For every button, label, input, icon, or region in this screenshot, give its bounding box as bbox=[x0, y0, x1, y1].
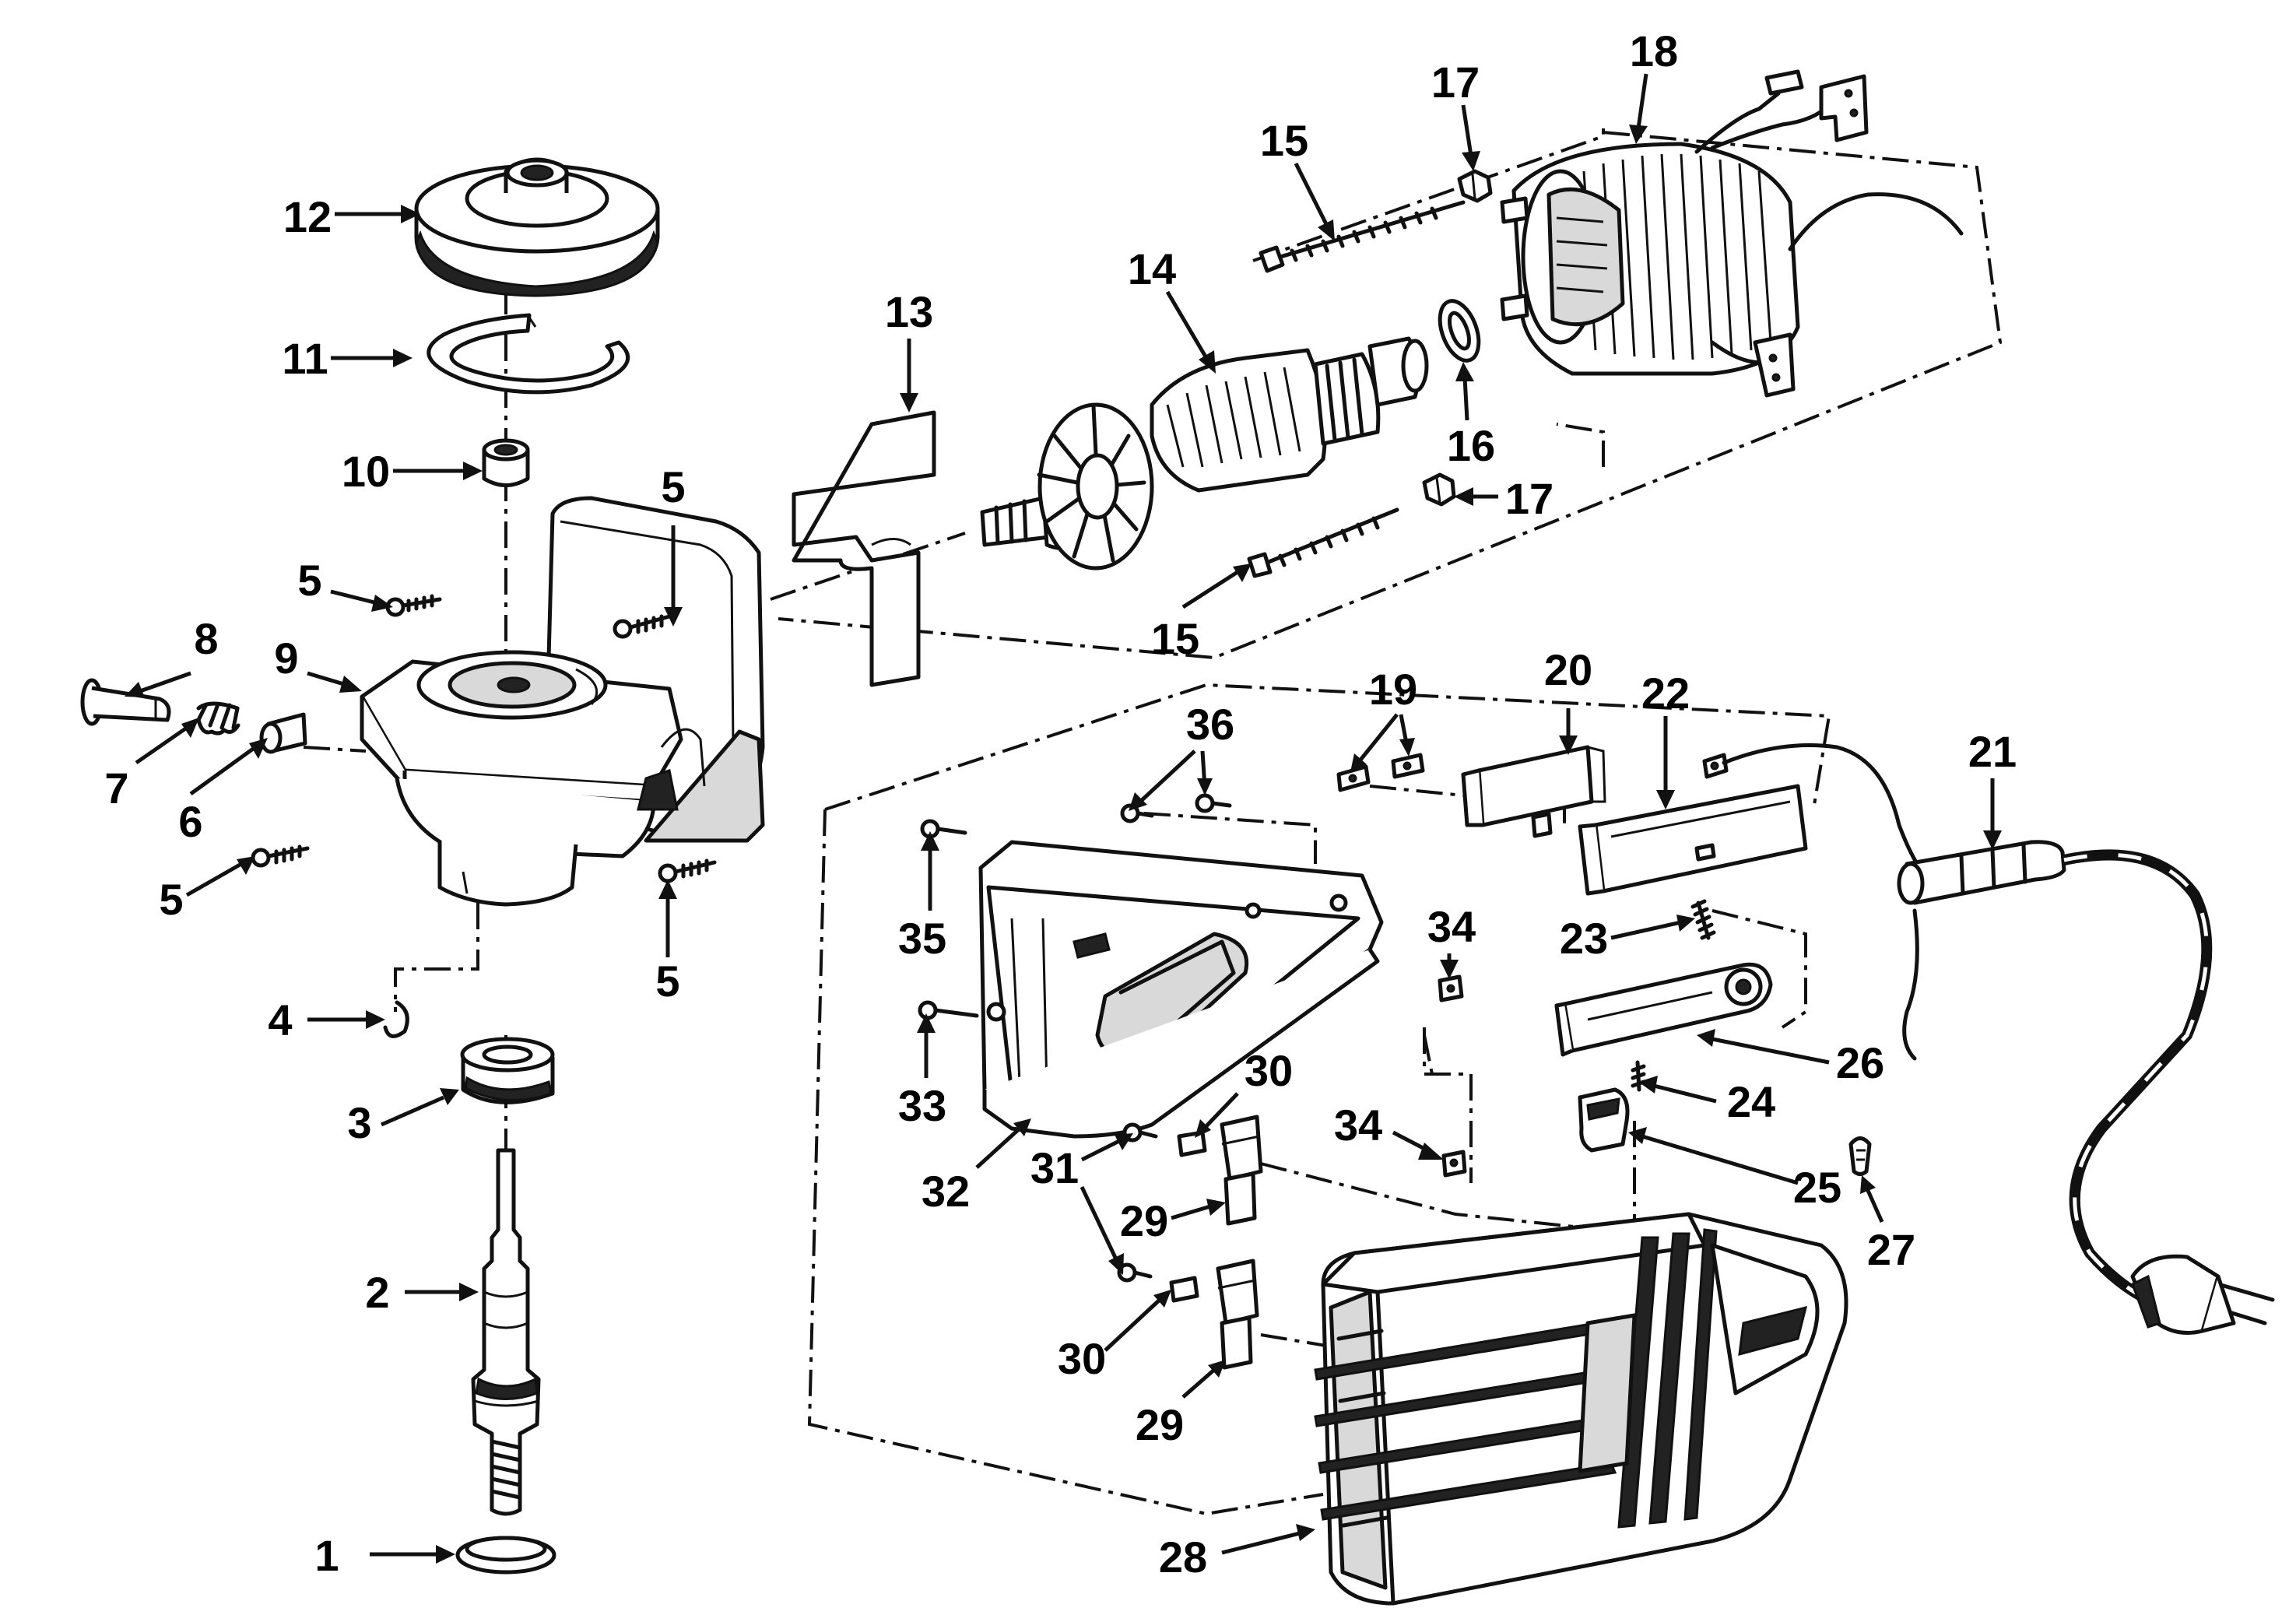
part-20-switch bbox=[1461, 745, 1606, 838]
part-31-screw-lower bbox=[1117, 1262, 1153, 1283]
callout-17-lower: 17 bbox=[1505, 474, 1553, 523]
callout-28: 28 bbox=[1159, 1532, 1207, 1582]
part-28-motor-housing bbox=[1314, 1212, 1848, 1606]
callout-1: 1 bbox=[314, 1531, 339, 1580]
part-13-baffle bbox=[792, 410, 936, 687]
callout-3: 3 bbox=[347, 1098, 371, 1147]
callout-34-lower: 34 bbox=[1334, 1101, 1382, 1150]
part-16-washer bbox=[1438, 299, 1481, 363]
callout-15-upper: 15 bbox=[1260, 116, 1308, 165]
callout-29-upper: 29 bbox=[1120, 1196, 1168, 1245]
part-29-brush-holder-upper bbox=[1220, 1115, 1263, 1226]
part-12-gear bbox=[414, 157, 660, 297]
callout-19: 19 bbox=[1369, 665, 1417, 714]
part-5-screw-a bbox=[385, 594, 442, 617]
part-9-gear-housing bbox=[360, 496, 765, 907]
part-36-screw-left bbox=[1120, 803, 1154, 823]
part-2-spindle bbox=[471, 1148, 541, 1516]
part-3-bearing bbox=[460, 1037, 555, 1104]
callout-25: 25 bbox=[1793, 1163, 1841, 1212]
callout-13: 13 bbox=[885, 287, 933, 336]
callout-32: 32 bbox=[922, 1167, 970, 1216]
leader-lines bbox=[125, 73, 2002, 1564]
part-26-lever bbox=[1554, 962, 1773, 1057]
part-5-screw-c bbox=[251, 844, 310, 868]
callout-30-lower: 30 bbox=[1058, 1334, 1106, 1383]
callout-22: 22 bbox=[1641, 669, 1690, 718]
part-19-terminal-left bbox=[1336, 764, 1371, 792]
callout-31: 31 bbox=[1030, 1143, 1079, 1192]
part-30-brush-cap-lower bbox=[1169, 1276, 1199, 1303]
part-14-armature bbox=[980, 336, 1429, 571]
callout-23: 23 bbox=[1560, 914, 1608, 963]
part-11-ring bbox=[427, 313, 630, 395]
part-17-nut-upper bbox=[1457, 169, 1493, 203]
callout-34-upper: 34 bbox=[1427, 902, 1476, 951]
part-24-spring bbox=[1631, 1060, 1646, 1092]
callout-5-lower-right: 5 bbox=[655, 957, 679, 1006]
callout-12: 12 bbox=[283, 192, 332, 241]
callout-9: 9 bbox=[274, 634, 298, 683]
part-7-spring bbox=[196, 701, 240, 736]
part-8-plunger bbox=[80, 678, 171, 726]
callout-33: 33 bbox=[898, 1081, 946, 1130]
part-5-screw-b bbox=[613, 614, 672, 639]
part-22-switch-plate bbox=[1578, 784, 1808, 896]
callout-5-lower-left: 5 bbox=[159, 875, 183, 924]
part-36-screw-right bbox=[1195, 793, 1232, 813]
part-1-ring bbox=[455, 1536, 556, 1575]
part-30-brush-cap-upper bbox=[1177, 1130, 1207, 1157]
callout-11: 11 bbox=[282, 334, 328, 383]
part-6-knob bbox=[259, 712, 307, 754]
part-15-screw-upper bbox=[1259, 200, 1466, 273]
part-23-spring bbox=[1690, 899, 1716, 940]
callout-18: 18 bbox=[1630, 26, 1678, 75]
part-5-screw-d bbox=[658, 858, 717, 883]
callout-labels: 1 2 3 4 5 5 5 5 6 7 8 9 10 11 12 13 14 1… bbox=[104, 26, 2017, 1582]
callout-21: 21 bbox=[1968, 727, 2017, 776]
callout-30-upper: 30 bbox=[1245, 1046, 1293, 1095]
part-31-screw-upper bbox=[1122, 1122, 1158, 1143]
callout-27: 27 bbox=[1867, 1225, 1915, 1274]
callout-26: 26 bbox=[1836, 1038, 1884, 1087]
part-32-handle bbox=[978, 840, 1384, 1139]
callout-5-upper-left: 5 bbox=[297, 556, 321, 605]
callout-20: 20 bbox=[1544, 645, 1592, 694]
callout-36: 36 bbox=[1186, 700, 1234, 749]
part-21-cord-set bbox=[1702, 743, 2275, 1335]
part-27-wire-nut bbox=[1848, 1136, 1872, 1176]
callout-29-lower: 29 bbox=[1136, 1400, 1184, 1449]
callout-14: 14 bbox=[1128, 244, 1176, 293]
callout-5-upper-right: 5 bbox=[661, 462, 685, 511]
callout-8: 8 bbox=[194, 614, 218, 663]
part-10-bushing bbox=[482, 438, 530, 487]
callout-17-upper: 17 bbox=[1431, 58, 1480, 107]
part-17-nut-lower bbox=[1422, 472, 1456, 507]
part-34-clip-upper bbox=[1438, 974, 1464, 1002]
callout-10: 10 bbox=[342, 447, 390, 496]
part-19-terminal-right bbox=[1391, 753, 1425, 779]
part-25-button bbox=[1578, 1087, 1630, 1153]
callout-2: 2 bbox=[365, 1268, 389, 1317]
callout-15-lower: 15 bbox=[1151, 614, 1199, 663]
callout-6: 6 bbox=[178, 797, 202, 846]
callout-4: 4 bbox=[268, 995, 292, 1044]
part-18-field-assembly bbox=[1500, 69, 1964, 398]
part-15-screw-lower bbox=[1247, 507, 1399, 578]
part-33-screw bbox=[918, 1000, 979, 1020]
callout-7: 7 bbox=[104, 764, 128, 813]
part-4-retaining-clip bbox=[383, 1000, 409, 1038]
callout-35: 35 bbox=[898, 914, 946, 963]
part-34-clip-lower bbox=[1441, 1150, 1467, 1178]
callout-16: 16 bbox=[1447, 421, 1495, 470]
part-29-brush-holder-lower bbox=[1216, 1259, 1259, 1370]
callout-24: 24 bbox=[1727, 1077, 1775, 1126]
